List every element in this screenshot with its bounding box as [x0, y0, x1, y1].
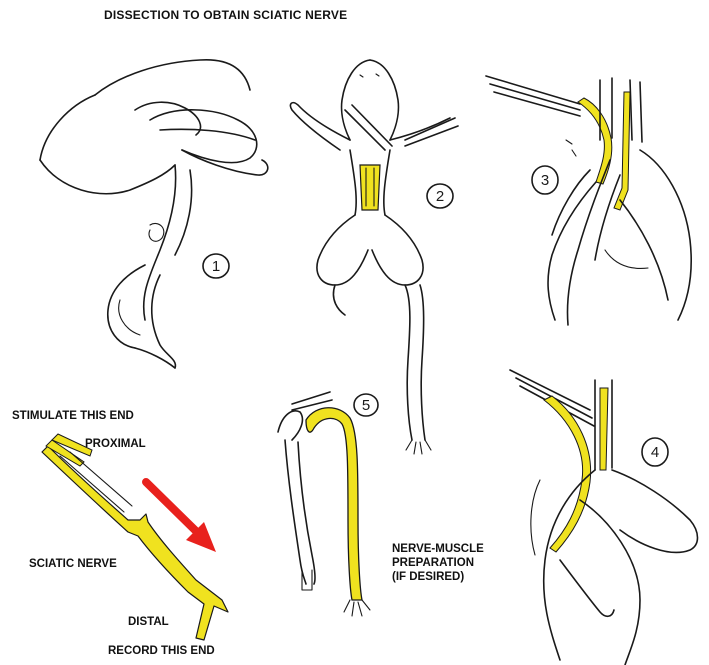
prep-label-line-1: NERVE-MUSCLE [392, 542, 484, 556]
step-number-4: 4 [651, 444, 659, 461]
panel-4-nerve-lifted [510, 370, 698, 665]
distal-label: DISTAL [128, 615, 169, 629]
step-number-3: 3 [541, 172, 549, 189]
prep-label-line-2: PREPARATION [392, 556, 484, 570]
sciatic-nerve-label: SCIATIC NERVE [29, 557, 117, 571]
nerve-muscle-prep-label: NERVE-MUSCLE PREPARATION (IF DESIRED) [392, 542, 484, 584]
panel-3-exposed-nerve [486, 76, 691, 325]
panel-1-hand-holding-frog [40, 60, 268, 368]
proximal-label: PROXIMAL [85, 437, 146, 451]
prep-label-line-3: (IF DESIRED) [392, 570, 484, 584]
stimulate-label: STIMULATE THIS END [12, 409, 134, 423]
step-number-1: 1 [212, 258, 220, 275]
panel-2-frog-dissection [290, 60, 458, 454]
diagram-title: DISSECTION TO OBTAIN SCIATIC NERVE [104, 8, 347, 22]
step-number-2: 2 [436, 188, 444, 205]
record-label: RECORD THIS END [108, 644, 215, 658]
step-number-5: 5 [362, 397, 370, 414]
panel-5-nerve-muscle-prep [278, 392, 378, 616]
